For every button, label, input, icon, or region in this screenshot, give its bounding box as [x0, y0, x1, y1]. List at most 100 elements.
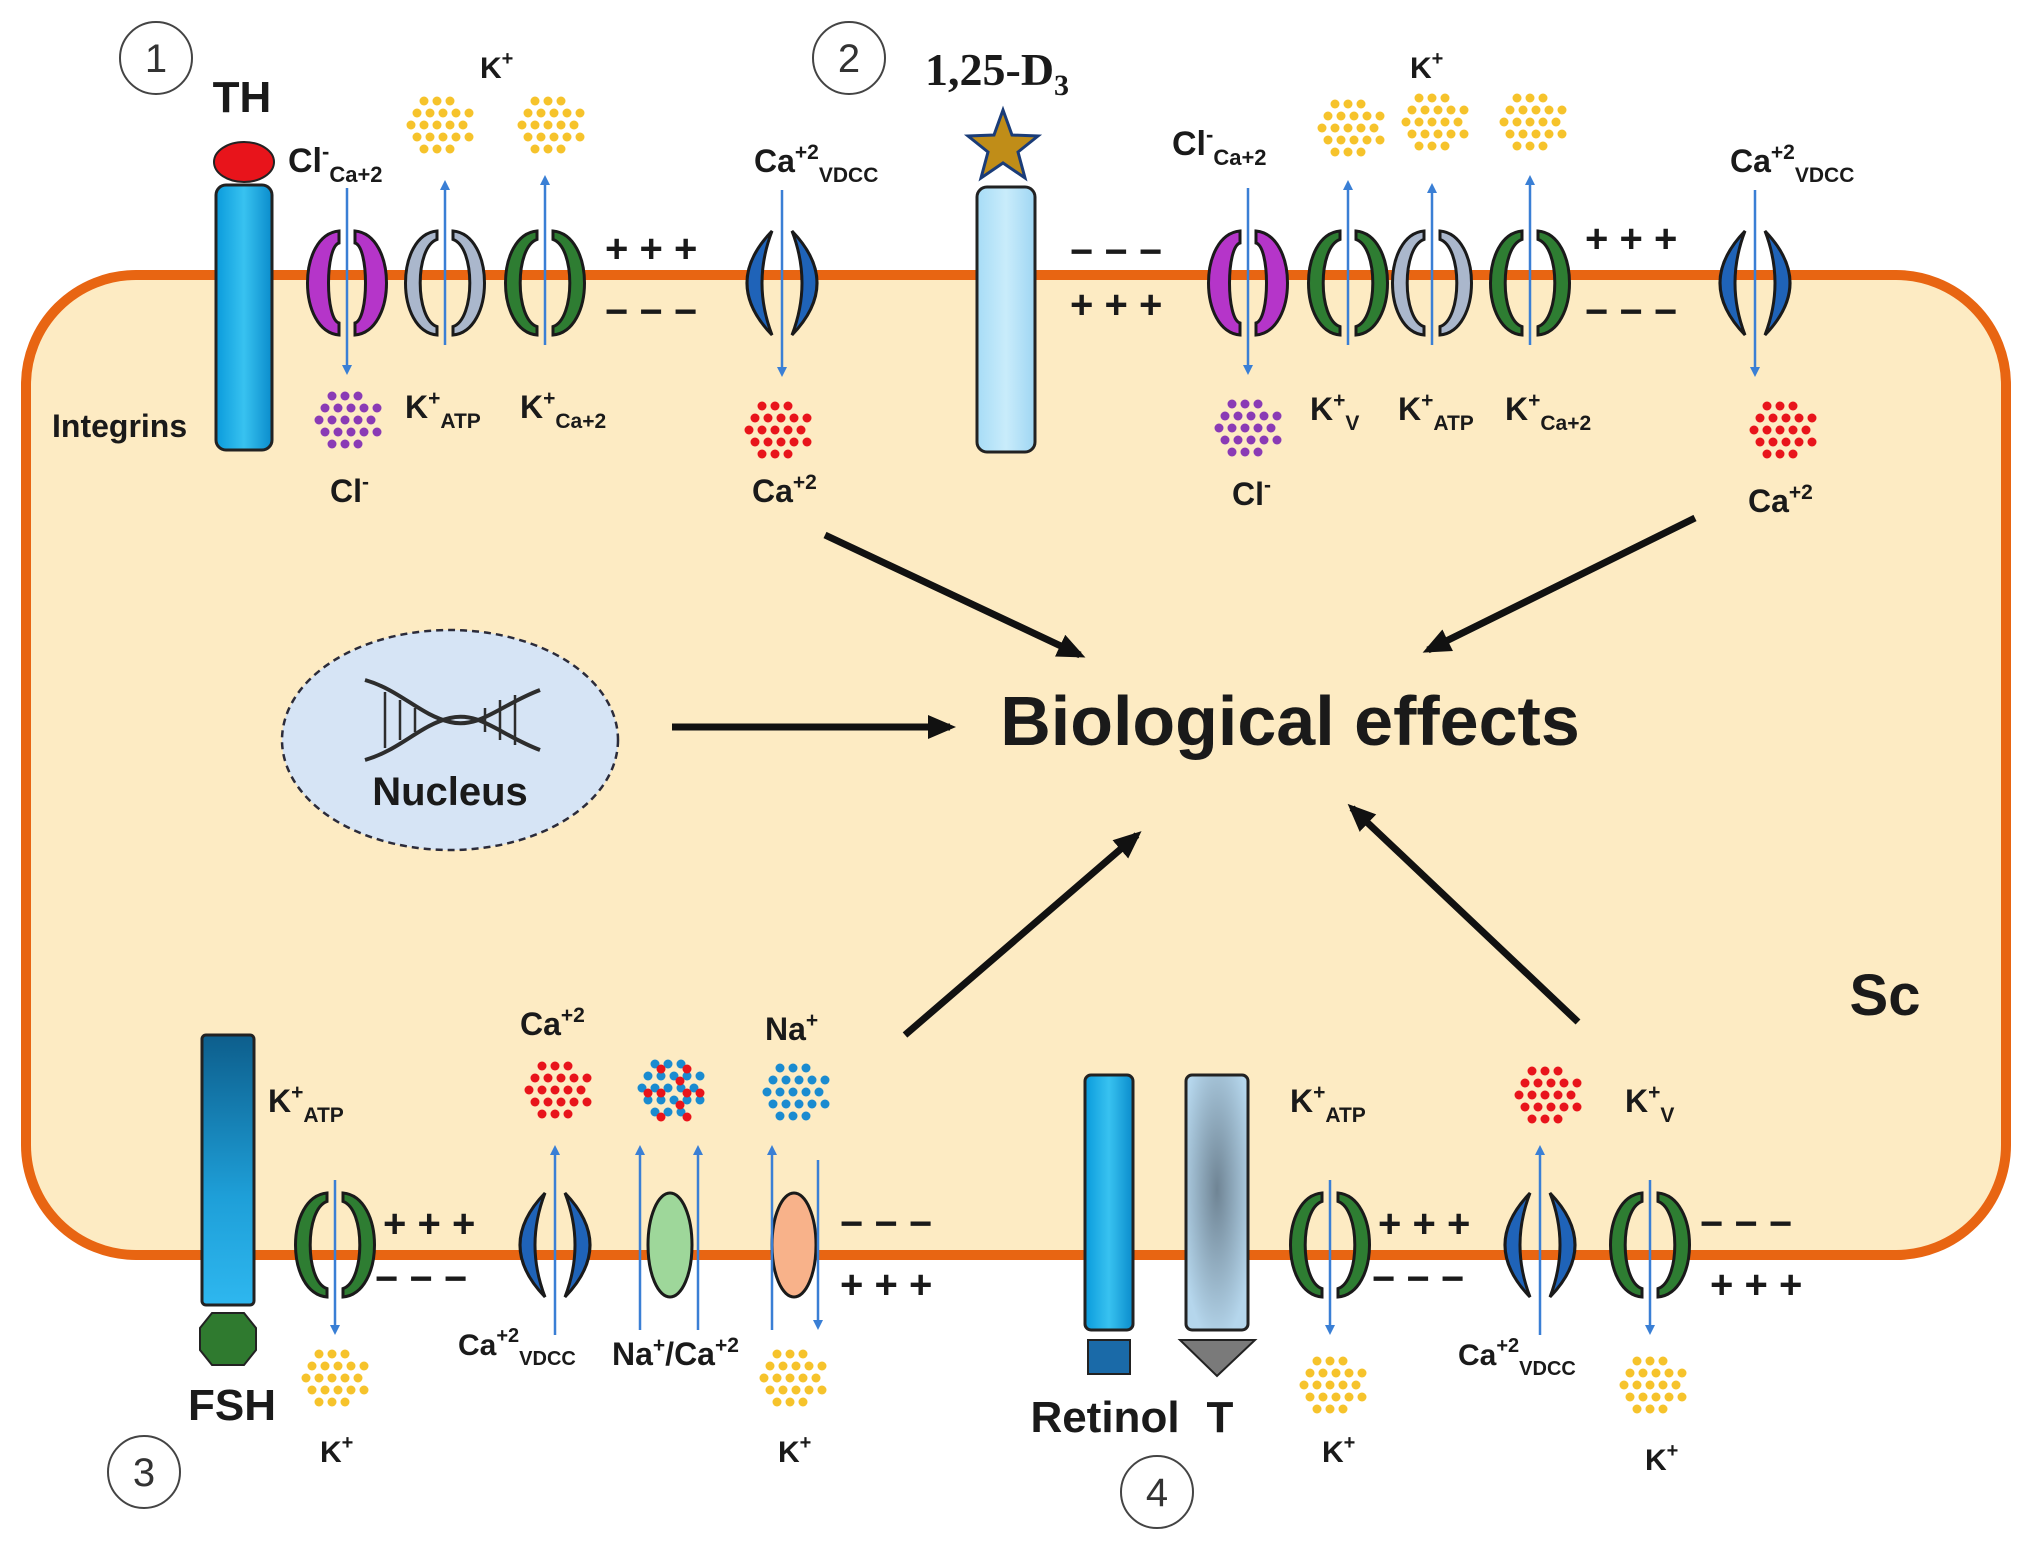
- na-k-pump: [770, 1191, 818, 1299]
- charge-plus-2: + + +: [1070, 283, 1162, 327]
- ion-clusters: [301, 93, 1817, 1414]
- cell-label: Sc: [1850, 963, 1921, 1028]
- cl-label-2: Cl-: [1232, 474, 1271, 512]
- ca-vdcc-label-4: Ca+2VDCC: [1458, 1335, 1576, 1380]
- svg-text:4: 4: [1146, 1471, 1168, 1515]
- ca-label-1: Ca+2: [752, 471, 817, 509]
- panel-number-4: 4: [1120, 1455, 1194, 1529]
- retinol-receptor: [1083, 1073, 1135, 1332]
- center-label: Biological effects: [1000, 682, 1580, 760]
- vitamin-d3-star-icon: [963, 105, 1043, 182]
- kca2-channel-1: [504, 229, 586, 337]
- charge-minus-6: − − −: [1372, 1257, 1464, 1301]
- charge-minus-3: − − −: [1585, 290, 1677, 334]
- na-ca-exchanger: [646, 1191, 694, 1299]
- k-cluster-8: [1299, 1356, 1367, 1414]
- ca-cluster-2: [1749, 401, 1817, 459]
- ca-cluster-3: [524, 1061, 592, 1119]
- nucleus-label: Nucleus: [372, 770, 528, 814]
- kv-channel-4: [1609, 1191, 1691, 1299]
- kca2-channel-2: [1489, 229, 1571, 337]
- katp-label-3: K+ATP: [268, 1081, 344, 1127]
- ca-label-3: Ca+2: [520, 1004, 585, 1042]
- testosterone-receptor: [1184, 1073, 1250, 1332]
- ion-channels: [294, 175, 1792, 1335]
- k-label-top-2: K+: [1410, 48, 1443, 85]
- arrow-bottom-left: [902, 831, 1142, 1038]
- th-ligand: [213, 141, 275, 183]
- na-label-3: Na+: [765, 1009, 818, 1047]
- svg-text:2: 2: [838, 37, 860, 81]
- integrin-receptor: [214, 183, 274, 452]
- dna-icon: [364, 678, 541, 762]
- fsh-ligand: [199, 1312, 257, 1366]
- cl-ca2-label-2: Cl-Ca+2: [1172, 122, 1267, 170]
- ca-vdcc-label-1: Ca+2VDCC: [754, 141, 878, 187]
- nucleus: Nucleus: [280, 628, 620, 852]
- cl-cluster-2: [1214, 399, 1282, 457]
- fsh-receptor: [200, 1033, 256, 1307]
- na-ca-cluster: [637, 1059, 705, 1122]
- effect-arrows: [672, 514, 1697, 1038]
- k-cluster-3: [1317, 99, 1385, 157]
- svg-text:1: 1: [145, 37, 167, 81]
- ca-vdcc-label-2: Ca+2VDCC: [1730, 141, 1854, 187]
- cl-ca2-label-1: Cl-Ca+2: [288, 139, 383, 187]
- kv-channel-2: [1307, 229, 1389, 337]
- vitamin-d3-receptor: [975, 185, 1037, 454]
- cl-label-1: Cl-: [330, 471, 369, 509]
- ca-cluster-1: [744, 401, 812, 459]
- testosterone-ligand: [1177, 1339, 1258, 1378]
- charge-plus-4: + + +: [383, 1202, 475, 1246]
- panel-number-2: 2: [812, 21, 886, 95]
- k-cluster-9: [1619, 1356, 1687, 1414]
- ca-vdcc-channel-2: [1718, 229, 1792, 337]
- cl-ca2-channel-1: [306, 229, 388, 337]
- katp-channel-1: [404, 229, 486, 337]
- k-label-bottom-2: K+: [778, 1432, 811, 1469]
- katp-label-2: K+ATP: [1398, 389, 1474, 435]
- charge-plus-6: + + +: [1378, 1202, 1470, 1246]
- ca-vdcc-channel-1: [745, 229, 819, 337]
- k-label-top-1: K+: [480, 48, 513, 85]
- k-label-bottom-3: K+: [1322, 1432, 1355, 1469]
- katp-label-4: K+ATP: [1290, 1081, 1366, 1127]
- kv-label-4: K+V: [1625, 1081, 1674, 1127]
- panel-number-3: 3: [107, 1435, 181, 1509]
- ca-label-2: Ca+2: [1748, 481, 1813, 519]
- ca-vdcc-channel-4: [1503, 1191, 1577, 1299]
- cl-ca2-channel-2: [1207, 229, 1289, 337]
- svg-text:3: 3: [133, 1451, 155, 1495]
- fsh-label: FSH: [188, 1381, 276, 1430]
- ca-cluster-4: [1514, 1066, 1582, 1124]
- charge-plus-7: + + +: [1710, 1263, 1802, 1307]
- membrane-charges: + + + − − − − − − + + + + + + − − − + + + − − −…: [375, 217, 1802, 1307]
- k-cluster-2: [517, 96, 585, 154]
- t-label: T: [1207, 1393, 1234, 1442]
- cl-cluster-1: [314, 391, 382, 449]
- k-label-bottom-1: K+: [320, 1432, 353, 1469]
- th-label: TH: [213, 73, 272, 122]
- katp-channel-3: [294, 1191, 376, 1299]
- na-cluster: [762, 1063, 830, 1121]
- integrins-label: Integrins: [52, 408, 187, 444]
- kv-label-2: K+V: [1310, 389, 1359, 435]
- k-cluster-1: [406, 96, 474, 154]
- kca2-label-1: K+Ca+2: [520, 387, 606, 433]
- katp-channel-2: [1391, 229, 1473, 337]
- charge-plus-3: + + +: [1585, 217, 1677, 261]
- charge-minus-1: − − −: [605, 290, 697, 334]
- charge-plus-1: + + +: [605, 227, 697, 271]
- ca-vdcc-label-3: Ca+2VDCC: [458, 1325, 576, 1370]
- retinol-ligand: [1087, 1339, 1131, 1375]
- na-ca-label: Na+/Ca+2: [612, 1334, 739, 1372]
- charge-minus-7: − − −: [1700, 1202, 1792, 1246]
- k-cluster-6: [301, 1349, 369, 1407]
- arrow-ca-top-right: [1422, 514, 1697, 654]
- k-label-bottom-4: K+: [1645, 1440, 1678, 1477]
- katp-label-1: K+ATP: [405, 387, 481, 433]
- arrow-ca-top-left: [823, 531, 1086, 659]
